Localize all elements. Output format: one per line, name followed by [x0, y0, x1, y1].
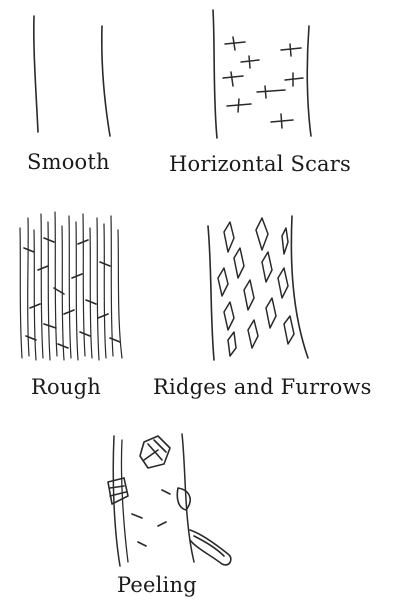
label-peeling: Peeling	[117, 573, 197, 597]
label-horizontal-scars: Horizontal Scars	[169, 152, 351, 176]
ridges-and-furrows-bark-sketch	[200, 212, 320, 362]
label-rough: Rough	[31, 375, 101, 399]
horizontal-scars-bark-sketch	[205, 6, 325, 141]
label-smooth: Smooth	[27, 150, 110, 174]
rough-bark-sketch	[14, 208, 132, 363]
label-ridges-and-furrows: Ridges and Furrows	[153, 375, 372, 399]
smooth-bark-sketch	[22, 10, 132, 140]
peeling-bark-sketch	[98, 430, 238, 570]
